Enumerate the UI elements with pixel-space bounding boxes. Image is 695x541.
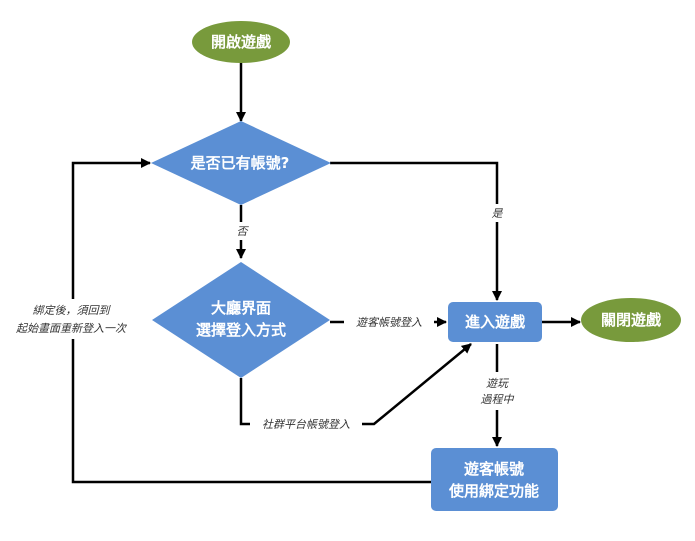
guest-bind-process xyxy=(431,448,558,511)
lobby-select-label-line2: 選擇登入方式 xyxy=(196,321,286,339)
lobby-select-decision xyxy=(152,262,330,378)
edge-label-in-game-line2: 過程中 xyxy=(481,393,515,406)
edge-label-rebind-line1: 綁定後，須回到 xyxy=(33,304,112,317)
enter-game-label: 進入遊戲 xyxy=(465,313,526,331)
guest-bind-label-line2: 使用綁定功能 xyxy=(448,482,539,500)
edge-label-no: 否 xyxy=(237,225,250,238)
close-game-terminal xyxy=(581,298,681,342)
enter-game-process xyxy=(448,302,542,342)
start-terminal xyxy=(192,21,290,63)
edge-label-yes: 是 xyxy=(492,207,504,220)
lobby-select-label-line1: 大廳界面 xyxy=(211,299,271,317)
edge-social-login xyxy=(239,343,472,426)
close-game-label: 關閉遊戲 xyxy=(601,311,662,329)
edge-label-social-login: 社群平台帳號登入 xyxy=(262,418,350,431)
edge-label-rebind-line2: 起始畫面重新登入一次 xyxy=(16,322,128,335)
has-account-label: 是否已有帳號? xyxy=(190,154,290,172)
guest-bind-label-line1: 遊客帳號 xyxy=(464,460,524,478)
edge-label-guest-login: 遊客帳號登入 xyxy=(356,316,422,329)
edge-decision-yes xyxy=(330,161,502,301)
start-label: 開啟遊戲 xyxy=(211,33,272,51)
edge-label-in-game-line1: 遊玩 xyxy=(486,377,510,390)
has-account-decision xyxy=(151,121,331,205)
